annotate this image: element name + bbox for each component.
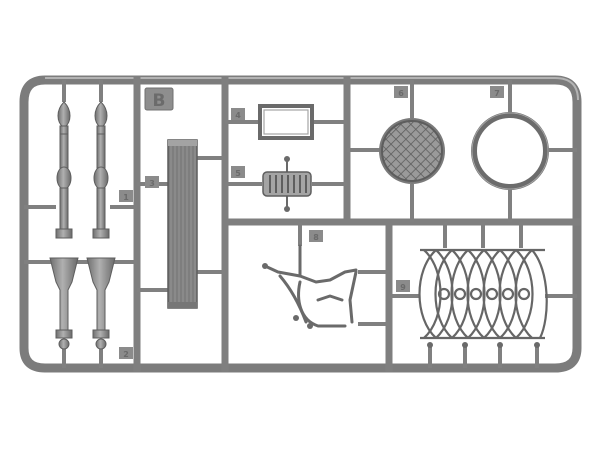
round-ring-part [471, 80, 577, 222]
svg-text:3: 3 [149, 179, 155, 188]
plank-panel-part [137, 139, 225, 309]
internal-runners [133, 76, 581, 372]
round-mesh-cover-part [347, 80, 445, 222]
baluster-pair-top [24, 80, 137, 239]
column-part [86, 257, 116, 350]
sprue-letter-tag: B [144, 87, 174, 111]
number-tag-8: 8 [309, 230, 323, 242]
sprue-frame [19, 75, 582, 373]
svg-text:6: 6 [398, 89, 404, 98]
wire-bracket-part [262, 222, 389, 329]
svg-text:1: 1 [123, 193, 129, 202]
number-tag-9: 9 [396, 280, 410, 292]
svg-text:8: 8 [313, 233, 319, 242]
number-tag-4: 4 [231, 108, 245, 120]
svg-text:5: 5 [235, 169, 241, 178]
ornamental-railing-part [389, 222, 577, 368]
number-tag-6: 6 [394, 86, 408, 98]
svg-text:7: 7 [494, 89, 500, 98]
number-tag-1: 1 [119, 190, 133, 202]
svg-text:4: 4 [235, 111, 241, 120]
baluster-pair-bottom [24, 257, 137, 368]
svg-text:2: 2 [123, 350, 129, 359]
number-tag-3: 3 [145, 176, 159, 188]
window-frame-part [225, 104, 347, 140]
svg-text:B: B [153, 91, 166, 111]
grille-part [225, 156, 347, 212]
number-tag-5: 5 [231, 166, 245, 178]
number-tag-7: 7 [490, 86, 504, 98]
baluster-part [92, 101, 110, 239]
column-part [49, 257, 79, 350]
baluster-part [55, 101, 73, 239]
svg-text:9: 9 [400, 283, 406, 292]
number-tag-2: 2 [119, 347, 133, 359]
